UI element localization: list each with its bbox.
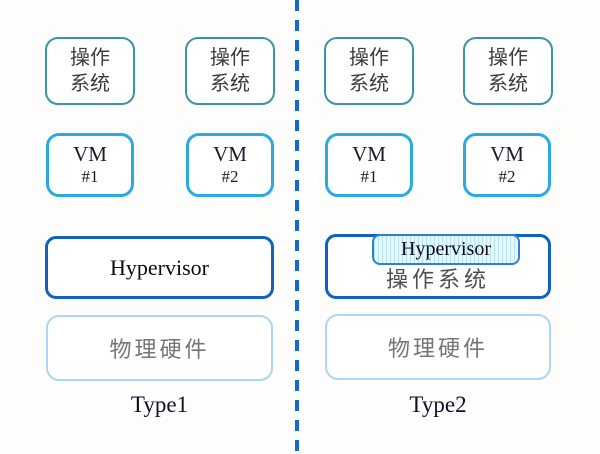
vm-number: #2: [498, 167, 516, 187]
type1-caption: Type1: [130, 392, 189, 417]
vm-number: #1: [81, 167, 99, 187]
vm-label: VM: [490, 142, 524, 167]
guest-os-label-line1: 操作: [349, 47, 389, 69]
vm-number: #2: [221, 167, 239, 187]
type2-guest-os-box-2: 操作 系统: [463, 37, 553, 105]
type1-guest-os-box-2: 操作 系统: [185, 37, 275, 105]
guest-os-label-line2: 系统: [210, 73, 250, 95]
type2-vm2-box: VM #2: [463, 133, 551, 197]
vm-number: #1: [360, 167, 378, 187]
type1-vm1-box: VM #1: [46, 133, 134, 197]
divider-dashed-line: [295, 0, 299, 454]
hardware-label: 物理硬件: [387, 336, 488, 361]
guest-os-label-line2: 系统: [349, 73, 389, 95]
type2-hypervisor-box: Hypervisor: [372, 234, 520, 265]
hypervisor-label: Hypervisor: [110, 254, 209, 280]
hypervisor-label: Hypervisor: [401, 238, 491, 260]
vm-label: VM: [213, 142, 247, 167]
guest-os-label-line1: 操作: [488, 47, 528, 69]
type2-hardware-box: 物理硬件: [325, 314, 551, 380]
type2-host-os-box: Hypervisor 操作系统: [325, 234, 551, 299]
host-os-label: 操作系统: [385, 267, 490, 292]
vm-label: VM: [352, 142, 386, 167]
hardware-label: 物理硬件: [109, 337, 210, 362]
type1-guest-os-box-1: 操作 系统: [45, 37, 135, 105]
type2-guest-os-box-1: 操作 系统: [324, 37, 414, 105]
type1-vm2-box: VM #2: [186, 133, 274, 197]
guest-os-label-line1: 操作: [210, 47, 250, 69]
guest-os-label-line1: 操作: [70, 47, 110, 69]
type2-vm1-box: VM #1: [325, 133, 413, 197]
guest-os-label-line2: 系统: [70, 73, 110, 95]
type1-hypervisor-box: Hypervisor: [45, 236, 274, 299]
vm-label: VM: [73, 142, 107, 167]
type1-hardware-box: 物理硬件: [46, 315, 273, 381]
type2-caption: Type2: [409, 392, 467, 417]
guest-os-label-line2: 系统: [488, 73, 528, 95]
